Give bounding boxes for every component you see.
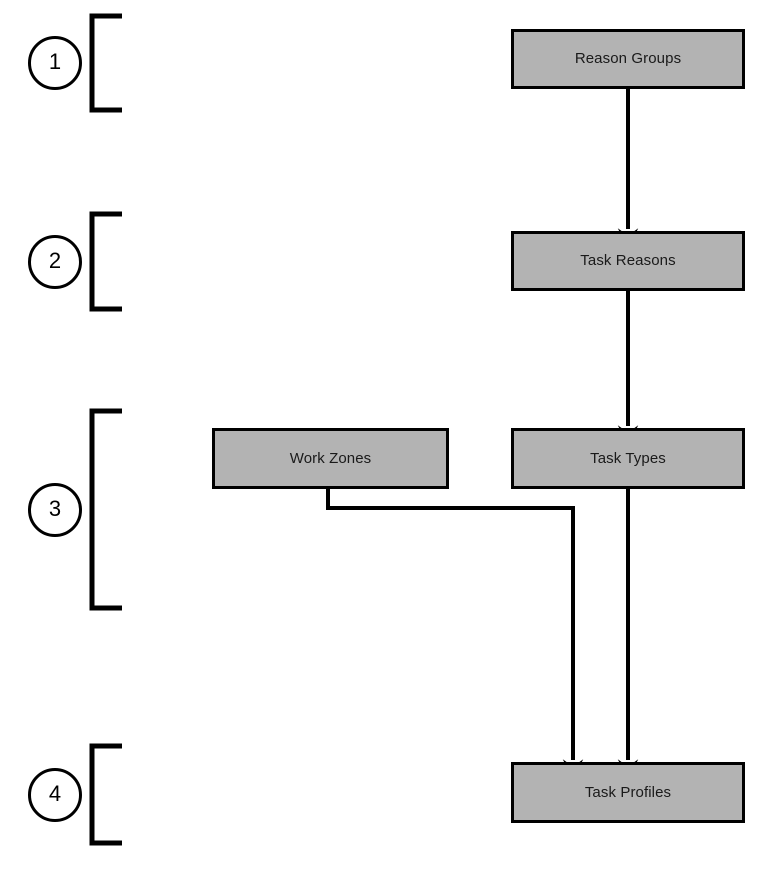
node-task-types[interactable]: Task Types [511, 428, 745, 489]
step-number-2-label: 2 [48, 248, 62, 273]
step-number-3-label: 3 [48, 496, 62, 521]
step-number-1: 1 [28, 36, 82, 90]
step-number-4-label: 4 [48, 781, 62, 806]
node-task-types-label: Task Types [590, 449, 666, 467]
step-number-1-label: 1 [48, 49, 62, 74]
node-task-profiles[interactable]: Task Profiles [511, 762, 745, 823]
node-work-zones-label: Work Zones [289, 449, 372, 467]
step-bracket-1 [89, 13, 122, 113]
node-task-profiles-label: Task Profiles [584, 783, 672, 801]
connector-work-zones-to-task-profiles [326, 489, 584, 781]
node-task-reasons-label: Task Reasons [580, 252, 676, 269]
step-number-3: 3 [28, 483, 82, 537]
node-task-reasons[interactable]: Task Reasons [511, 231, 745, 291]
step-bracket-2 [89, 211, 122, 312]
step-number-2: 2 [28, 235, 82, 289]
step-bracket-3 [89, 408, 122, 611]
step-number-4: 4 [28, 768, 82, 822]
node-reason-groups[interactable]: Reason Groups [511, 29, 745, 89]
node-work-zones[interactable]: Work Zones [212, 428, 449, 489]
node-reason-groups-label: Reason Groups [574, 50, 682, 67]
step-bracket-4 [89, 743, 122, 846]
